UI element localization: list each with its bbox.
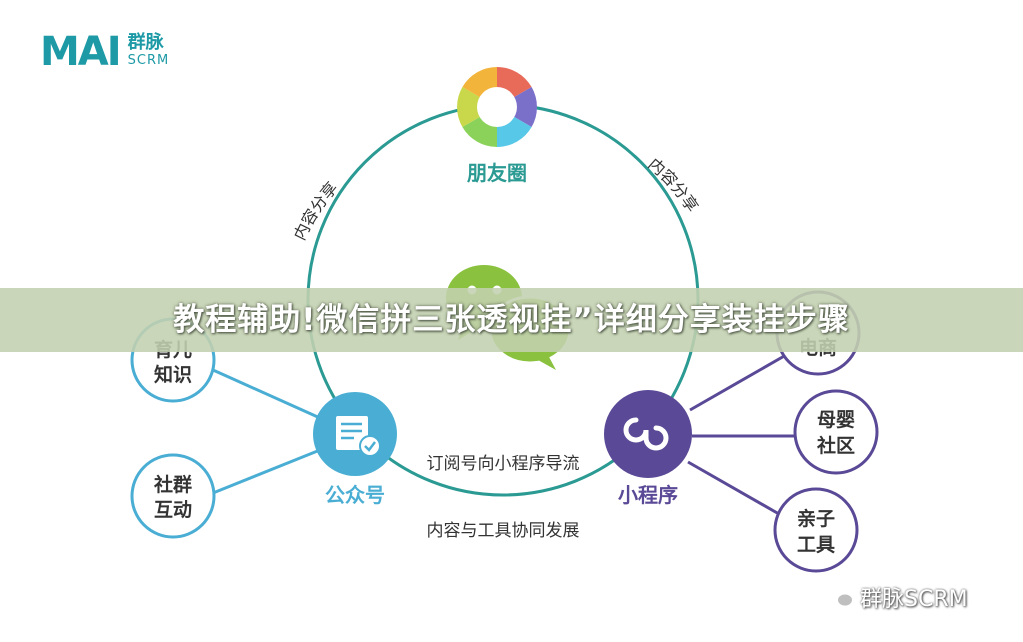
brand-logo: MAI 群脉 SCRM xyxy=(40,30,169,74)
edge-left-arc-label: 内容分享 xyxy=(290,178,341,243)
edge-collab-label: 内容与工具协同发展 xyxy=(427,521,580,541)
connector-community xyxy=(212,448,321,495)
edge-subscription-flow-label: 订阅号向小程序导流 xyxy=(427,454,580,474)
document-check-icon xyxy=(336,416,381,457)
node-miniprogram-label: 小程序 xyxy=(618,483,678,507)
wechat-watermark-icon xyxy=(828,586,854,608)
node-parenting-line2: 工具 xyxy=(797,534,835,556)
node-community xyxy=(130,453,216,539)
title-banner xyxy=(0,288,1023,352)
node-maternal-line2: 社区 xyxy=(816,434,855,457)
node-childcare-line2: 知识 xyxy=(154,363,192,386)
connector-ecommerce xyxy=(689,353,787,412)
node-parenting-line1: 亲子 xyxy=(797,507,835,530)
node-maternal-line1: 母婴 xyxy=(817,409,855,431)
logo-text: 群脉 SCRM xyxy=(128,34,170,70)
node-maternal xyxy=(793,389,879,475)
logo-mark: MAI xyxy=(40,29,122,75)
connector-parenting xyxy=(687,460,787,520)
watermark-text: 群脉SCRM xyxy=(860,587,968,612)
watermark: 群脉SCRM xyxy=(828,582,968,612)
node-official-label: 公众号 xyxy=(325,483,385,507)
connector-childcare xyxy=(212,368,321,420)
moments-icon xyxy=(457,67,537,147)
node-moments-label: 朋友圈 xyxy=(467,161,527,185)
node-parenting xyxy=(773,487,859,573)
page-title: 教程辅助!微信拼三张透视挂”详细分享装挂步骤 xyxy=(173,302,850,338)
node-community-line1: 社群 xyxy=(153,473,192,496)
logo-en: SCRM xyxy=(127,53,170,68)
miniprogram-icon xyxy=(623,417,669,451)
logo-cn: 群脉 xyxy=(127,32,164,53)
node-community-line2: 互动 xyxy=(154,499,192,521)
